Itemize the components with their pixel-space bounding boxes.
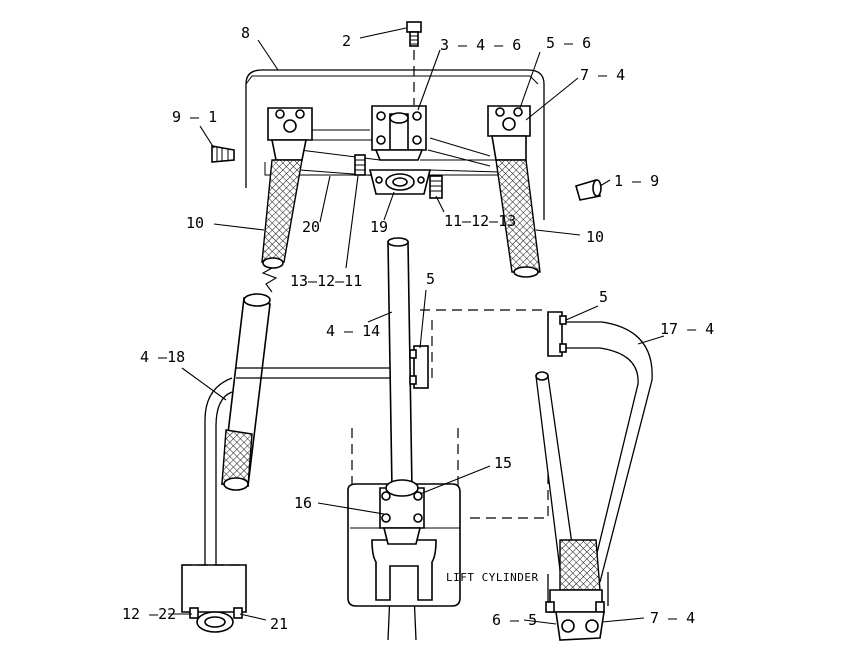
right-hose-17-4 bbox=[535, 321, 653, 641]
label-4-14: 4 – 14 bbox=[326, 322, 380, 340]
label-15: 15 bbox=[494, 454, 512, 472]
label-9-1: 9 – 1 bbox=[172, 108, 217, 126]
right-upper-fitting bbox=[487, 105, 531, 161]
label-5-center: 5 bbox=[426, 270, 435, 288]
bolt-13-12-11 bbox=[354, 154, 366, 176]
label-8: 8 bbox=[241, 24, 250, 42]
label-10-right: 10 bbox=[586, 228, 604, 246]
manifold-block bbox=[371, 105, 427, 161]
plug-9-1 bbox=[211, 145, 235, 163]
tube-clamp bbox=[379, 479, 425, 545]
label-13-12-11: 13–12–11 bbox=[290, 272, 362, 290]
guard-plate bbox=[245, 69, 545, 220]
label-17-4: 17 – 4 bbox=[660, 320, 714, 338]
label-4-18: 4 –18 bbox=[140, 348, 185, 366]
label-12-22: 12 –22 bbox=[122, 605, 176, 623]
label-7-4-bottom: 7 – 4 bbox=[650, 609, 695, 627]
label-11-12-13: 11–12–13 bbox=[444, 212, 516, 230]
bolt-11-12-13 bbox=[429, 175, 443, 199]
label-1-9: 1 – 9 bbox=[614, 172, 659, 190]
label-2: 2 bbox=[342, 32, 351, 50]
plug-1-9 bbox=[575, 178, 602, 201]
label-6-5: 6 – 5 bbox=[492, 611, 537, 629]
right-upper-hose bbox=[495, 159, 541, 278]
label-19: 19 bbox=[370, 218, 388, 236]
leader-lines bbox=[168, 27, 665, 625]
label-5-6: 5 – 6 bbox=[546, 34, 591, 52]
flange-plate-19 bbox=[368, 169, 432, 195]
label-20: 20 bbox=[302, 218, 320, 236]
left-lower-hose bbox=[204, 293, 395, 565]
tube-fitting-5 bbox=[409, 345, 429, 389]
label-21: 21 bbox=[270, 615, 288, 633]
label-3-4-6: 3 – 4 – 6 bbox=[440, 36, 521, 54]
lift-cylinder bbox=[347, 483, 461, 607]
left-upper-hose bbox=[261, 159, 303, 293]
label-10-left: 10 bbox=[186, 214, 204, 232]
label-16: 16 bbox=[294, 494, 312, 512]
label-lift-cylinder: LIFT CYLINDER bbox=[446, 571, 539, 584]
label-7-4-top: 7 – 4 bbox=[580, 66, 625, 84]
right-valve-block bbox=[547, 311, 567, 357]
left-upper-fitting bbox=[267, 107, 313, 161]
bolt-2 bbox=[406, 21, 422, 47]
label-5-right: 5 bbox=[599, 288, 608, 306]
lower-left-block bbox=[181, 564, 247, 633]
